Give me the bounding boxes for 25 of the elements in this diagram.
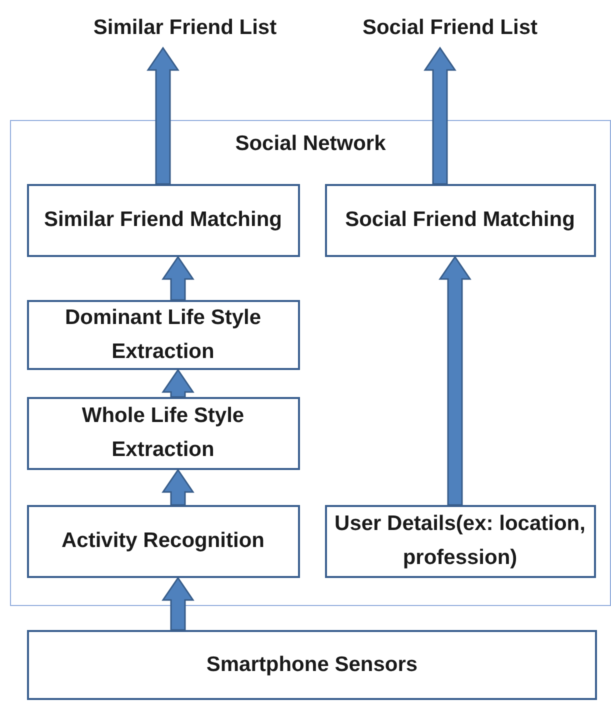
block-arrow [438, 256, 472, 506]
box-label: Social Friend Matching [345, 207, 575, 234]
box-label: Whole Life Style Extraction [80, 403, 246, 463]
block-arrow [162, 468, 194, 506]
block-arrow [162, 576, 194, 631]
process-box [26, 300, 300, 370]
output-label: Similar Friend List [93, 15, 277, 42]
block-arrow [162, 368, 194, 398]
output-label: Social Friend List [362, 15, 538, 42]
block-arrow [424, 46, 456, 185]
block-arrow [162, 256, 194, 301]
process-box [26, 396, 300, 470]
box-label: Smartphone Sensors [206, 652, 418, 678]
box-label: Similar Friend Matching [44, 207, 282, 234]
box-label: Dominant Life Style Extraction [64, 304, 262, 364]
network-panel [10, 120, 611, 606]
process-box [324, 504, 596, 578]
process-box [27, 630, 597, 700]
box-label: User Details(ex: location, profession) [334, 511, 586, 571]
process-box [324, 184, 596, 256]
panel-title: Social Network [235, 131, 386, 157]
box-label: Activity Recognition [61, 528, 265, 554]
process-box [26, 184, 300, 256]
process-box [26, 504, 300, 578]
block-arrow [146, 46, 180, 185]
